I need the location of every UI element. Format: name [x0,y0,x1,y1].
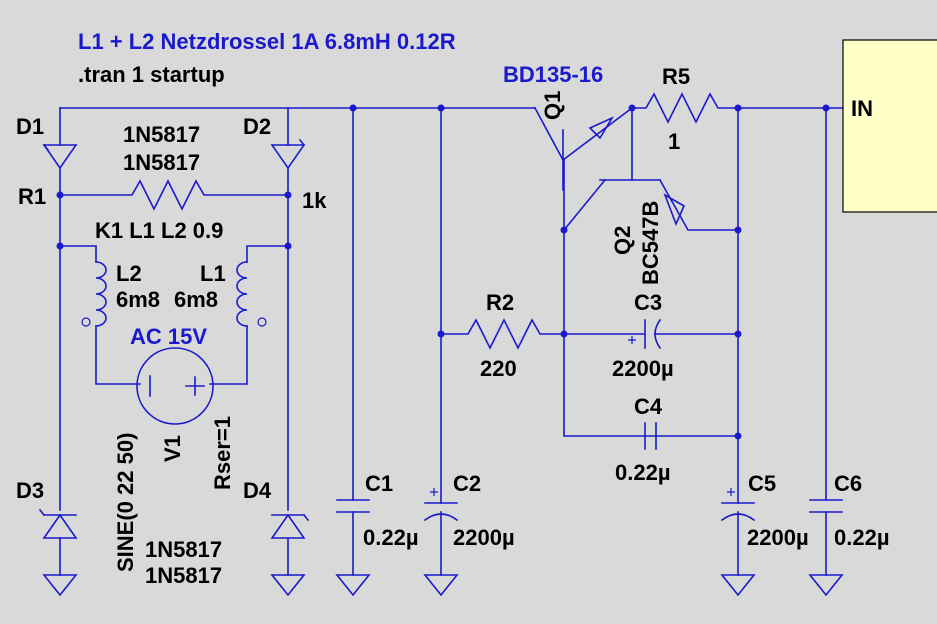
spice-comment[interactable]: L1 + L2 Netzdrossel 1A 6.8mH 0.12R [78,29,456,54]
diode-d4[interactable] [270,513,310,576]
q1-value: BD135-16 [503,62,603,87]
capacitor-c1[interactable] [336,107,370,576]
ground-c6 [808,574,844,597]
capacitor-c5[interactable] [720,488,756,576]
diode-d3[interactable] [38,508,78,576]
resistor-r5[interactable] [631,92,827,124]
d4-value: 1N5817 [145,563,222,588]
r2-ref: R2 [486,290,514,315]
q2-value: BC547B [638,201,663,285]
wire-q1-base [563,159,739,437]
l2-ref: L2 [116,261,142,286]
ground-d4 [270,574,306,597]
ground-c5 [720,574,756,597]
d2-value: 1N5817 [123,150,200,175]
spice-tran-directive[interactable]: .tran 1 startup [78,62,225,87]
d1-value: 1N5817 [123,122,200,147]
resistor-r1[interactable] [59,179,289,211]
capacitor-c2[interactable] [423,107,459,576]
q1-ref: Q1 [540,91,565,120]
c4-value: 0.22µ [615,460,671,485]
port-in-label: IN [851,96,873,121]
voltage-source-v1[interactable] [136,347,214,425]
l1-ref: L1 [200,261,226,286]
c6-value: 0.22µ [834,525,890,550]
d1-ref: D1 [16,114,44,139]
r5-value: 1 [668,129,680,154]
v1-label: AC 15V [130,324,207,349]
capacitor-c3[interactable] [563,318,739,350]
l2-value: 6m8 [116,287,160,312]
capacitor-c6[interactable] [809,107,843,576]
v1-value: SINE(0 22 50) [113,433,138,572]
v1-rser: Rser=1 [210,416,235,490]
c2-ref: C2 [453,471,481,496]
port-in[interactable] [842,39,937,213]
diode-d2[interactable] [270,138,306,196]
ground-c1 [335,574,371,597]
r2-value: 220 [480,356,517,381]
d2-ref: D2 [243,114,271,139]
diode-d1[interactable] [42,143,78,196]
spice-coupling-directive[interactable]: K1 L1 L2 0.9 [95,218,223,243]
d3-ref: D3 [16,478,44,503]
c6-ref: C6 [834,471,862,496]
transistor-q1[interactable] [533,106,634,191]
c3-ref: C3 [634,290,662,315]
c5-value: 2200µ [747,525,809,550]
c5-ref: C5 [748,471,776,496]
transistor-q2[interactable] [562,107,739,232]
resistor-r2[interactable] [440,318,565,350]
r1-ref: R1 [18,184,46,209]
c1-ref: C1 [365,471,393,496]
inductor-l2[interactable] [59,245,141,385]
capacitor-c4[interactable] [644,422,657,450]
c4-ref: C4 [634,394,663,419]
ground-d3 [42,574,78,597]
l1-value: 6m8 [174,287,218,312]
ground-c2 [423,574,459,597]
c2-value: 2200µ [453,525,515,550]
r1-value: 1k [302,188,327,213]
c3-value: 2200µ [612,356,674,381]
d3-value: 1N5817 [145,537,222,562]
r5-ref: R5 [662,64,690,89]
q2-ref: Q2 [610,226,635,255]
d4-ref: D4 [243,478,272,503]
c1-value: 0.22µ [363,525,419,550]
v1-ref: V1 [160,435,185,462]
inductor-l1[interactable] [209,245,289,385]
